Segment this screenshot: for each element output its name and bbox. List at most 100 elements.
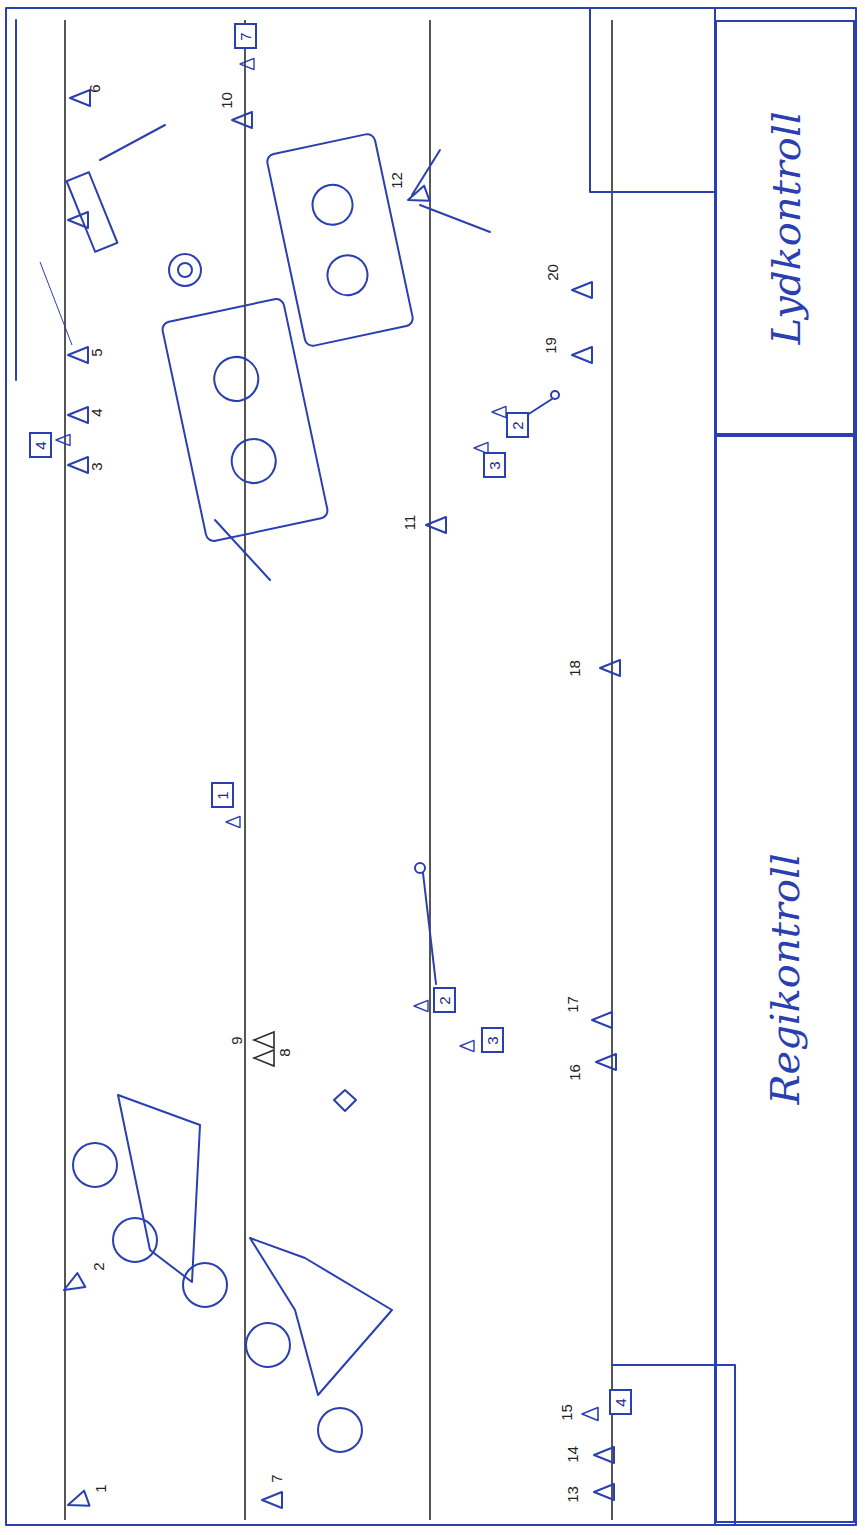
lighting-rail bbox=[611, 20, 613, 1520]
flag-stroke bbox=[100, 125, 165, 160]
desk-with-seats bbox=[266, 133, 414, 348]
sofa bbox=[118, 1095, 200, 1282]
camera-box: 4 bbox=[29, 432, 52, 458]
seat bbox=[183, 1263, 227, 1307]
control-room: Regikontroll bbox=[715, 435, 855, 1523]
light-symbol bbox=[596, 1054, 616, 1070]
wall-line bbox=[15, 20, 17, 380]
microphone-point bbox=[415, 863, 425, 873]
light-number: 11 bbox=[402, 514, 417, 530]
light-number: 14 bbox=[565, 1446, 580, 1463]
room-name: Regikontroll bbox=[761, 853, 809, 1104]
light-number: 1 bbox=[93, 1484, 108, 1492]
light-symbol bbox=[65, 1491, 89, 1513]
light-symbol bbox=[68, 457, 88, 473]
light-number: 7 bbox=[269, 1474, 284, 1482]
camera-number: 2 bbox=[510, 421, 525, 429]
camera-symbol bbox=[240, 58, 254, 69]
camera-number: 4 bbox=[33, 441, 48, 449]
light-symbol bbox=[594, 1447, 614, 1463]
light-number: 19 bbox=[543, 337, 558, 354]
light-number: 12 bbox=[389, 172, 404, 189]
boom-line bbox=[423, 873, 436, 984]
camera-symbol bbox=[492, 406, 506, 417]
seat bbox=[73, 1143, 117, 1187]
seat bbox=[113, 1218, 157, 1262]
camera-number: 1 bbox=[215, 791, 230, 799]
camera-number: 3 bbox=[487, 461, 502, 469]
light-symbol bbox=[68, 407, 88, 423]
light-symbol bbox=[405, 186, 429, 208]
light-symbol bbox=[600, 660, 620, 676]
seat bbox=[324, 251, 371, 298]
round-table bbox=[178, 263, 192, 277]
light-stand bbox=[412, 150, 440, 195]
seat bbox=[309, 181, 356, 228]
light-symbol bbox=[70, 90, 90, 106]
light-stand bbox=[40, 262, 72, 345]
light-number: 8 bbox=[277, 1048, 292, 1056]
lighting-rail bbox=[429, 20, 431, 1520]
light-number: 5 bbox=[89, 348, 104, 356]
light-symbol bbox=[60, 1273, 85, 1297]
light-symbol bbox=[582, 1408, 598, 1421]
camera-symbol bbox=[460, 1040, 474, 1051]
light-number: 16 bbox=[567, 1064, 582, 1081]
camera-number: 7 bbox=[238, 32, 253, 40]
microphone-point bbox=[551, 391, 559, 399]
camera-box: 2 bbox=[506, 412, 529, 438]
light-symbol bbox=[572, 347, 592, 363]
camera-symbol bbox=[226, 816, 240, 827]
lighting-rail bbox=[64, 20, 66, 1520]
light-number: 4 bbox=[89, 408, 104, 416]
camera-box: 1 bbox=[211, 782, 234, 808]
light-symbol bbox=[594, 1484, 614, 1500]
floor-mark bbox=[334, 1090, 356, 1111]
seat bbox=[318, 1408, 362, 1452]
light-symbol bbox=[572, 282, 592, 298]
door-frame bbox=[590, 8, 715, 192]
light-symbol bbox=[254, 1050, 274, 1066]
light-number: 13 bbox=[565, 1486, 580, 1503]
light-symbol bbox=[68, 347, 88, 363]
seat bbox=[210, 353, 262, 405]
camera-symbol bbox=[414, 1000, 428, 1011]
camera-box: 2 bbox=[433, 987, 456, 1013]
light-number: 18 bbox=[567, 660, 582, 677]
marker-stroke bbox=[215, 520, 270, 580]
camera-symbol bbox=[56, 434, 70, 445]
light-symbol bbox=[426, 517, 446, 533]
sofa bbox=[250, 1238, 392, 1395]
camera-number: 3 bbox=[485, 1036, 500, 1044]
light-number: 20 bbox=[545, 264, 560, 281]
light-symbol bbox=[254, 1032, 274, 1048]
lighting-rail bbox=[244, 20, 246, 1520]
light-symbol bbox=[592, 1012, 612, 1028]
light-number: 17 bbox=[565, 996, 580, 1013]
light-number: 10 bbox=[219, 92, 234, 109]
light-number: 3 bbox=[89, 462, 104, 470]
camera-box: 4 bbox=[609, 1389, 632, 1415]
light-flag bbox=[67, 172, 118, 251]
light-stand bbox=[420, 205, 490, 232]
desk bbox=[266, 133, 414, 348]
control-room: Lydkontroll bbox=[715, 20, 855, 435]
seat bbox=[228, 435, 280, 487]
camera-box: 7 bbox=[234, 23, 257, 49]
light-number: 2 bbox=[91, 1262, 106, 1270]
light-symbol bbox=[232, 112, 252, 128]
camera-box: 3 bbox=[483, 452, 506, 478]
seat bbox=[246, 1323, 290, 1367]
round-table bbox=[169, 254, 201, 286]
light-number: 6 bbox=[87, 84, 102, 92]
camera-number: 2 bbox=[437, 996, 452, 1004]
room-name: Lydkontroll bbox=[761, 111, 809, 344]
camera-box: 3 bbox=[481, 1027, 504, 1053]
light-symbol bbox=[262, 1492, 282, 1508]
light-number: 9 bbox=[229, 1036, 244, 1044]
light-number: 15 bbox=[559, 1404, 574, 1421]
studio-outline bbox=[6, 8, 856, 1525]
camera-number: 4 bbox=[613, 1398, 628, 1406]
